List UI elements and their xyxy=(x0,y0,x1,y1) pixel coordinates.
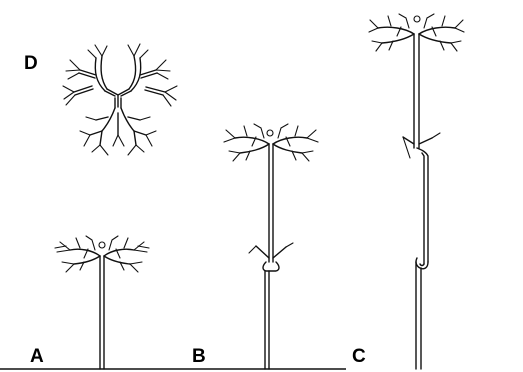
plant-b xyxy=(224,124,318,369)
panel-label-b: B xyxy=(192,346,206,367)
plant-c xyxy=(369,14,464,369)
panel-label-a: A xyxy=(30,346,44,367)
whorl-top-view xyxy=(63,44,177,155)
panel-label-c: C xyxy=(352,346,366,367)
plant-a xyxy=(55,236,149,369)
panel-label-d: D xyxy=(24,53,38,74)
